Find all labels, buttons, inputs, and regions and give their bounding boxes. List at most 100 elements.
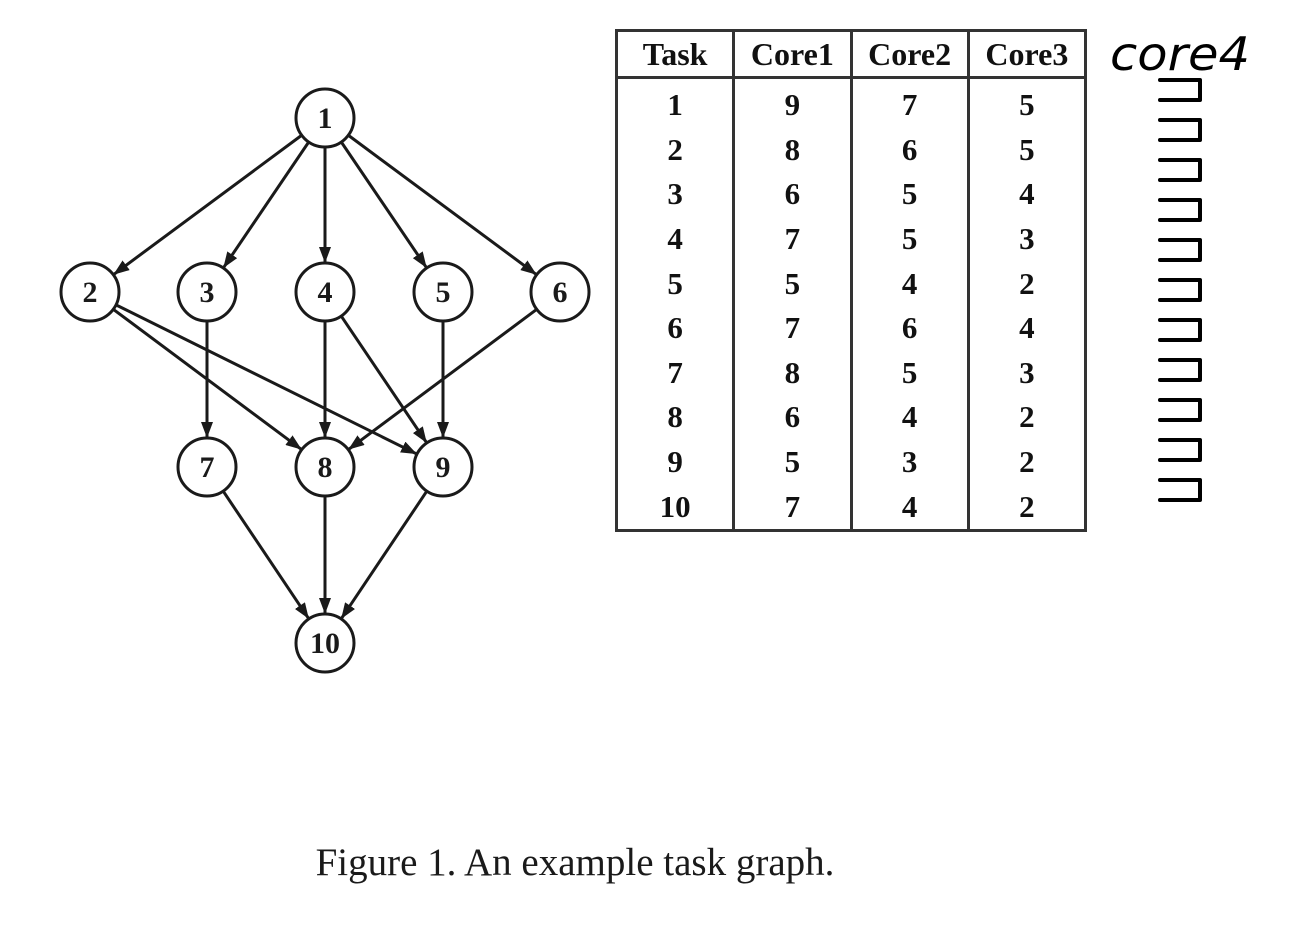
table-cell-core3: 4 (966, 172, 1088, 217)
table-cell-task: 9 (614, 439, 736, 485)
table-cell-core2: 5 (849, 350, 970, 396)
table-cell-core1: 8 (732, 350, 853, 396)
task-node-6: 6 (529, 261, 591, 323)
edge-4-to-9 (339, 315, 428, 443)
task-node-circle (294, 87, 356, 149)
table-cell-core3: 5 (966, 77, 1088, 128)
table-cell-core3: 2 (966, 395, 1088, 440)
task-node-3: 3 (176, 261, 238, 323)
edge-7-to-10 (221, 490, 310, 619)
edge-1-to-5 (340, 141, 428, 269)
table-cell-task: 1 (614, 77, 736, 128)
table-cell-core1: 7 (732, 484, 853, 531)
task-node-label: 3 (200, 276, 215, 309)
table-cell-core1: 7 (732, 216, 853, 262)
handwritten-note: core4 (1110, 27, 1250, 502)
task-node-label: 7 (200, 451, 215, 484)
task-node-circle (294, 436, 356, 498)
table-cell-core3: 4 (966, 305, 1088, 351)
task-node-circle (294, 261, 356, 323)
task-node-label: 5 (436, 276, 451, 309)
table-cell-core3: 2 (966, 484, 1088, 531)
table-cell-core3: 5 (966, 127, 1088, 173)
table-cell-task: 8 (614, 395, 736, 440)
table-cell-task: 5 (614, 261, 736, 306)
edge-1-to-6 (347, 134, 537, 276)
task-node-9: 9 (412, 436, 474, 498)
column-header-core2: Core2 (849, 29, 970, 79)
task-node-label: 10 (310, 627, 340, 660)
task-node-label: 1 (318, 102, 333, 135)
table-cell-core3: 2 (966, 261, 1088, 306)
table-cell-core2: 6 (849, 305, 970, 351)
table-cell-task: 6 (614, 305, 736, 351)
task-node-7: 7 (176, 436, 238, 498)
edge-1-to-3 (222, 141, 310, 269)
task-node-circle (59, 261, 121, 323)
table-cell-task: 4 (614, 216, 736, 262)
task-node-1: 1 (294, 87, 356, 149)
table-cell-core1: 6 (732, 172, 853, 217)
table-cell-core1: 5 (732, 439, 853, 485)
table-cell-core3: 2 (966, 439, 1088, 485)
column-header-core3: Core3 (966, 29, 1088, 79)
task-node-2: 2 (59, 261, 121, 323)
table-cell-core2: 4 (849, 395, 970, 440)
table-cell-core2: 5 (849, 216, 970, 262)
figure-caption: Figure 1. An example task graph. (315, 841, 835, 884)
task-node-10: 10 (294, 612, 356, 674)
edge-2-to-9 (115, 303, 418, 456)
task-node-label: 8 (318, 451, 333, 484)
table-cell-core2: 4 (849, 484, 970, 531)
task-graph: 1 2 3 4 5 6 7 8 9 10 (59, 87, 591, 674)
task-node-circle (176, 261, 238, 323)
task-node-circle (529, 261, 591, 323)
task-node-label: 2 (83, 276, 98, 309)
task-node-label: 6 (553, 276, 568, 309)
table-cell-task: 3 (614, 172, 736, 217)
task-node-label: 4 (318, 276, 333, 309)
task-node-circle (294, 612, 356, 674)
table-cell-core2: 4 (849, 261, 970, 306)
table-cell-core2: 5 (849, 172, 970, 217)
table-cell-core2: 7 (849, 77, 970, 128)
table-cell-core1: 9 (732, 77, 853, 128)
table-cell-core3: 3 (966, 350, 1088, 396)
table-cell-core1: 7 (732, 305, 853, 351)
column-header-core1: Core1 (732, 29, 853, 79)
task-node-circle (412, 261, 474, 323)
handwritten-heading: core4 (1110, 27, 1250, 81)
column-header-task: Task (614, 29, 736, 79)
edge-9-to-10 (340, 490, 429, 619)
table-cell-core2: 6 (849, 127, 970, 173)
handwritten-column-scribble (1158, 78, 1202, 502)
table-cell-core3: 3 (966, 216, 1088, 262)
table-cell-core1: 8 (732, 127, 853, 173)
task-node-circle (176, 436, 238, 498)
task-node-circle (412, 436, 474, 498)
task-node-8: 8 (294, 436, 356, 498)
table-cell-task: 7 (614, 350, 736, 396)
table-cell-task: 2 (614, 127, 736, 173)
task-node-label: 9 (436, 451, 451, 484)
edge-6-to-8 (348, 308, 538, 451)
table-cell-core1: 5 (732, 261, 853, 306)
table-cell-core2: 3 (849, 439, 970, 485)
task-node-5: 5 (412, 261, 474, 323)
edge-1-to-2 (113, 134, 303, 276)
task-node-4: 4 (294, 261, 356, 323)
table-cell-task: 10 (614, 484, 736, 531)
table-cell-core1: 6 (732, 395, 853, 440)
